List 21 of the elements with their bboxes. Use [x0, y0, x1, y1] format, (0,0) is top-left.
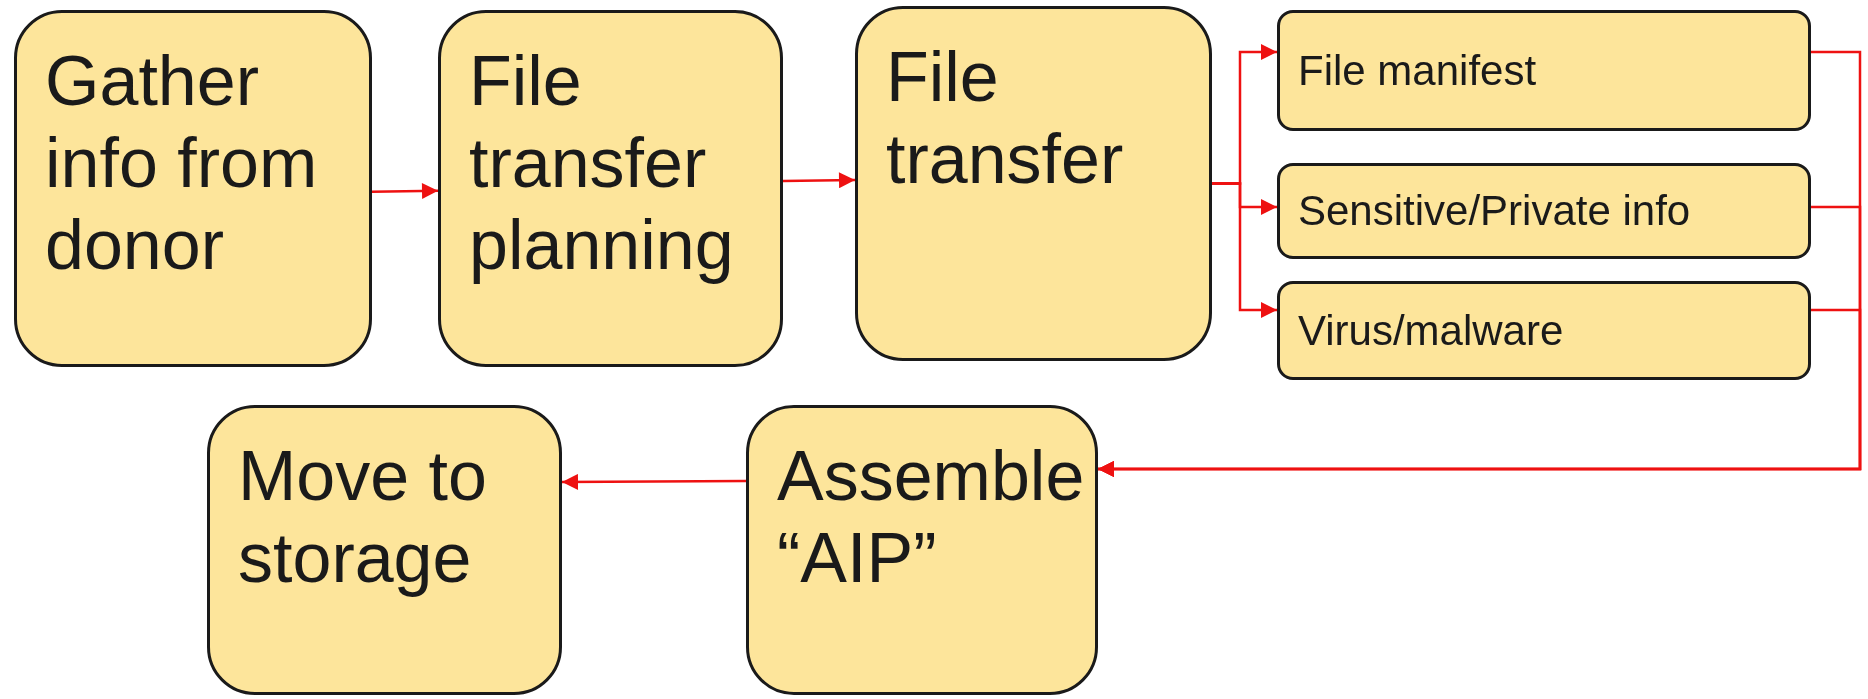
box-label: Virus/malware: [1298, 306, 1564, 355]
process-box: [1277, 163, 1811, 259]
box-label: File manifest: [1298, 46, 1537, 95]
process-box: [1277, 281, 1811, 380]
arrow: [1212, 182, 1277, 318]
box-label: Assemble “AIP”: [777, 436, 1085, 599]
process-box: [746, 405, 1098, 695]
box-label: File transfer planning: [469, 41, 735, 286]
arrow: [562, 473, 746, 490]
box-label: Sensitive/Private info: [1298, 187, 1691, 235]
process-box: [855, 6, 1212, 361]
process-box: [14, 10, 372, 367]
arrow: [1098, 308, 1862, 477]
box-label: File transfer: [886, 37, 1125, 200]
arrow: [372, 183, 438, 199]
process-box: [1277, 10, 1811, 131]
box-label: Move to storage: [238, 436, 488, 599]
arrow: [783, 172, 855, 189]
process-box: [207, 405, 562, 695]
box-label: Gather info from donor: [45, 41, 319, 286]
process-box: [438, 10, 783, 367]
